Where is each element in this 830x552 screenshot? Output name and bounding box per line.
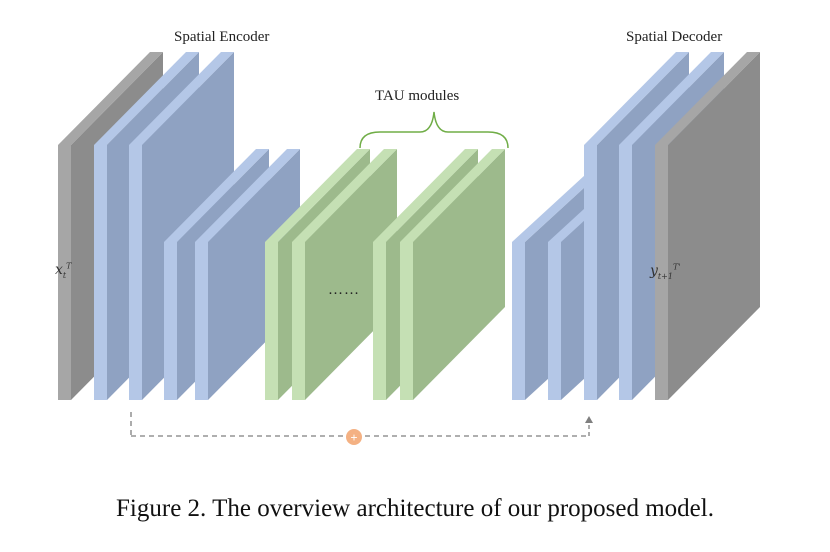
layer-blocks [58,52,760,400]
tau-slab-2 [292,149,397,400]
plus-circle [346,429,362,445]
spatial-encoder-label: Spatial Encoder [174,29,270,45]
tau-modules-label: TAU modules [375,88,460,104]
tau-slab-4 [400,149,505,400]
spatial-decoder-label: Spatial Decoder [626,29,723,45]
output-label: yt+1T' [650,262,681,281]
ellipsis-label: …… [328,282,360,298]
input-label: xtT [55,261,72,280]
plus-symbol: + [350,431,357,445]
output-frame-slab [655,52,760,400]
tau-bracket [359,111,509,149]
encoder-slab-4 [195,149,300,400]
skip-connection [130,412,593,437]
figure-caption: Figure 2. The overview architecture of o… [116,495,714,522]
